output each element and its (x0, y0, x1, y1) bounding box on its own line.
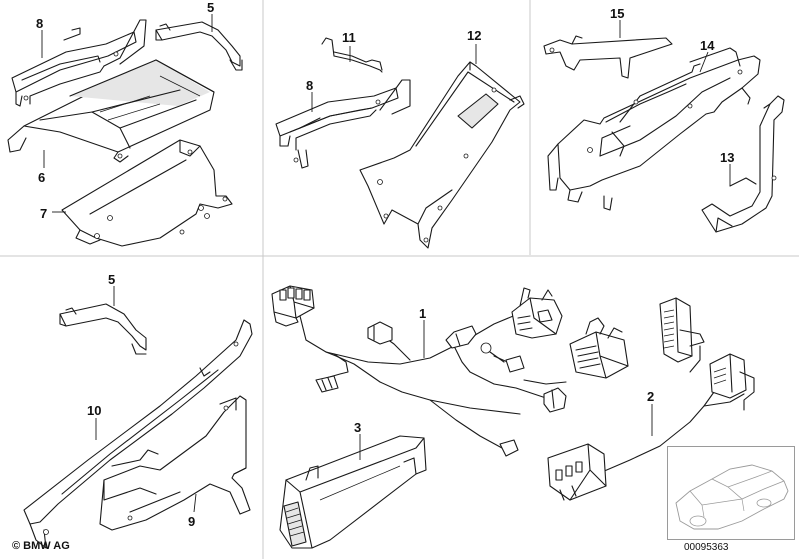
part-2-harness (547, 297, 755, 501)
callout-3: 3 (354, 420, 361, 435)
car-outline-icon (675, 464, 789, 530)
callout-5: 5 (207, 0, 214, 15)
callout-7: 7 (40, 206, 47, 221)
callout-1: 1 (419, 306, 426, 321)
part-15-bracket (543, 35, 673, 79)
part-5-bracket-d (59, 303, 147, 355)
callout-9: 9 (188, 514, 195, 529)
part-7-mounting-plate (61, 139, 233, 247)
panel-b-leaders (311, 44, 477, 112)
part-12-plate (359, 61, 525, 249)
callout-6: 6 (38, 170, 45, 185)
callout-10: 10 (87, 403, 101, 418)
part-3-control-module (279, 435, 427, 549)
callout-11: 11 (342, 30, 356, 45)
panel-e-leaders (359, 320, 653, 460)
part-13-spring-clip (701, 95, 785, 233)
part-14-holder (547, 47, 761, 211)
panel-c-leaders (619, 20, 731, 186)
callout-5-d: 5 (108, 272, 115, 287)
callout-labels: 8 5 6 7 11 12 8 15 14 13 5 10 9 1 3 2 (36, 0, 734, 529)
callout-12: 12 (467, 28, 481, 43)
panel-a-leaders (41, 14, 213, 213)
part-9-panel (99, 395, 251, 531)
callout-8-b: 8 (306, 78, 313, 93)
document-number: 00095363 (684, 542, 729, 553)
part-10-rail (23, 319, 253, 549)
part-11-clip (321, 37, 383, 73)
callout-13: 13 (720, 150, 734, 165)
callout-2: 2 (647, 389, 654, 404)
part-6-heat-shield (7, 59, 215, 163)
callout-15: 15 (610, 6, 624, 21)
part-8-bracket-b (275, 79, 411, 169)
panel-d-leaders (95, 286, 197, 513)
part-8-bracket (11, 19, 147, 107)
part-1-wiring-harness (271, 285, 629, 457)
brand-label: © BMW AG (12, 540, 70, 552)
callout-14: 14 (700, 38, 715, 53)
callout-8: 8 (36, 16, 43, 31)
part-5-bracket (155, 21, 243, 71)
vehicle-thumbnail (667, 446, 795, 540)
